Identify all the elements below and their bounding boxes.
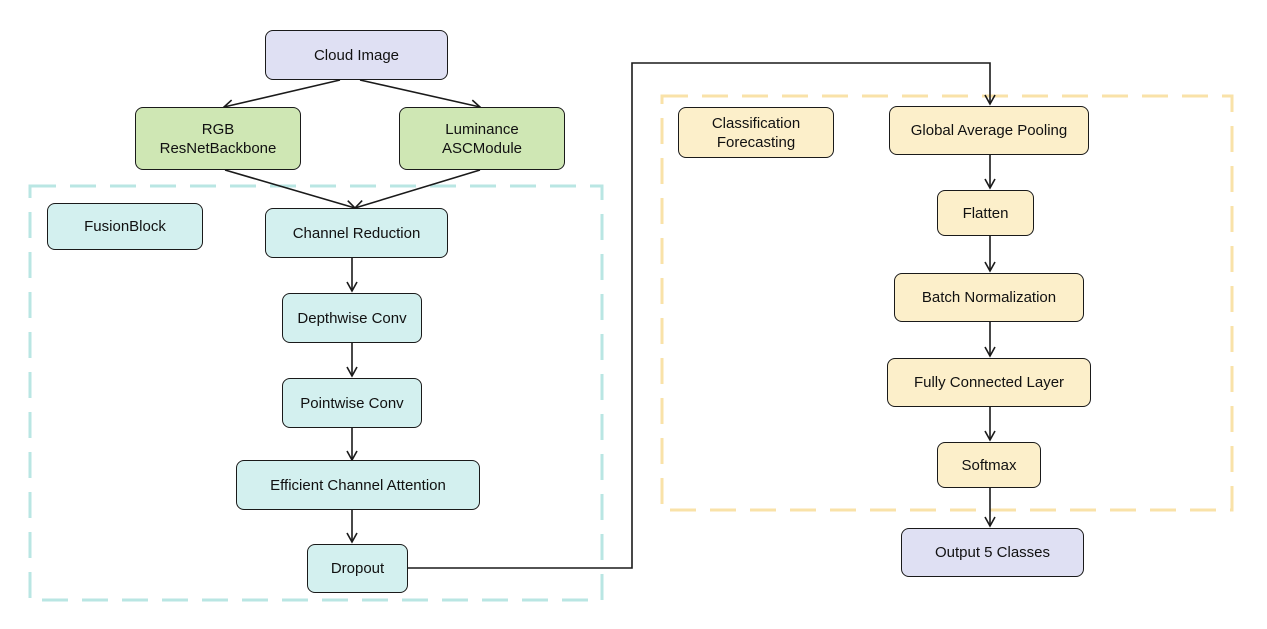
node-output-5-classes: Output 5 Classes (901, 528, 1084, 577)
node-softmax: Softmax (937, 442, 1041, 488)
edge-cloud-to-luminance (359, 79, 482, 111)
classifier-region (660, 94, 1234, 512)
fusion-block-label: FusionBlock (47, 203, 203, 250)
fusion-region (28, 184, 604, 602)
node-efficient-channel-attention: Efficient Channel Attention (236, 460, 480, 510)
node-channel-reduction: Channel Reduction (265, 208, 448, 258)
node-rgb-backbone: RGB ResNetBackbone (135, 107, 301, 170)
node-fully-connected-layer: Fully Connected Layer (887, 358, 1091, 407)
node-global-average-pooling: Global Average Pooling (889, 106, 1089, 155)
node-batch-normalization: Batch Normalization (894, 273, 1084, 322)
node-cloud-image: Cloud Image (265, 30, 448, 80)
node-pointwise-conv: Pointwise Conv (282, 378, 422, 428)
edge-cloud-to-rgb (222, 79, 341, 111)
edge-dropout-to-global-pooling (408, 62, 996, 569)
node-dropout: Dropout (307, 544, 408, 593)
classification-forecasting-label: Classification Forecasting (678, 107, 834, 158)
node-flatten: Flatten (937, 190, 1034, 236)
edge-rgb-to-channel-reduction (224, 169, 357, 212)
node-depthwise-conv: Depthwise Conv (282, 293, 422, 343)
edge-luminance-to-channel-reduction (353, 169, 481, 211)
node-luminance-asc-module: Luminance ASCModule (399, 107, 565, 170)
